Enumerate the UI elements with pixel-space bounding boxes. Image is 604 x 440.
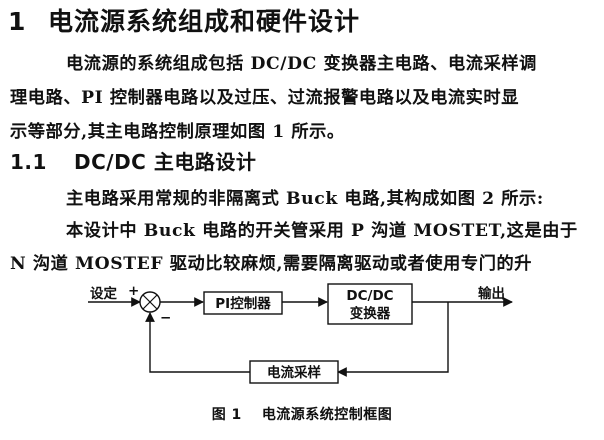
current-sampling-label: 电流采样 (267, 364, 321, 381)
paragraph3-line1: 本设计中 Buck 电路的开关管采用 P 沟道 MOSTET,这是由于 (66, 221, 578, 241)
paragraph1-line3: 示等部分,其主电路控制原理如图 1 所示。 (10, 122, 345, 142)
subsection-number: 1.1 (10, 150, 47, 174)
dcdc-block-line1: DC/DC (346, 288, 393, 304)
paragraph3-line2: N 沟道 MOSTEF 驱动比较麻烦,需要隔离驱动或者使用专门的升 (10, 254, 533, 274)
dcdc-block-line2: 变换器 (350, 305, 391, 322)
dcdc-converter-block (327, 283, 413, 325)
figure-caption: 图 1 电流源系统控制框图 (0, 404, 604, 424)
section-number: 1 (8, 7, 27, 36)
paragraph2-line1: 主电路采用常规的非隔离式 Buck 电路,其构成如图 2 所示: (66, 189, 544, 209)
input-label: 设定 (90, 285, 117, 302)
subsection-title: DC/DC 主电路设计 (74, 150, 257, 174)
feedback-arrow-to-junction (145, 312, 250, 373)
output-label: 输出 (478, 285, 505, 302)
pi-controller-block (203, 291, 283, 315)
feedback-line-to-sampling (337, 302, 449, 377)
plus-sign: + (128, 283, 139, 299)
paragraph1-line2: 理电路、PI 控制器电路以及过压、过流报警电路以及电流实时显 (10, 88, 520, 108)
figure-number: 图 1 (211, 407, 242, 423)
figure-title: 电流源系统控制框图 (261, 407, 393, 423)
section-title: 电流源系统组成和硬件设计 (48, 7, 361, 36)
subsection-heading: 1.1 DC/DC 主电路设计 (10, 146, 256, 175)
paragraph1-line1: 电流源的系统组成包括 DC/DC 变换器主电路、电流采样调 (66, 54, 537, 74)
summing-junction (139, 291, 161, 313)
minus-sign: − (160, 310, 171, 326)
section-heading: 1 电流源系统组成和硬件设计 (8, 2, 360, 38)
pi-controller-label: PI控制器 (215, 295, 271, 312)
